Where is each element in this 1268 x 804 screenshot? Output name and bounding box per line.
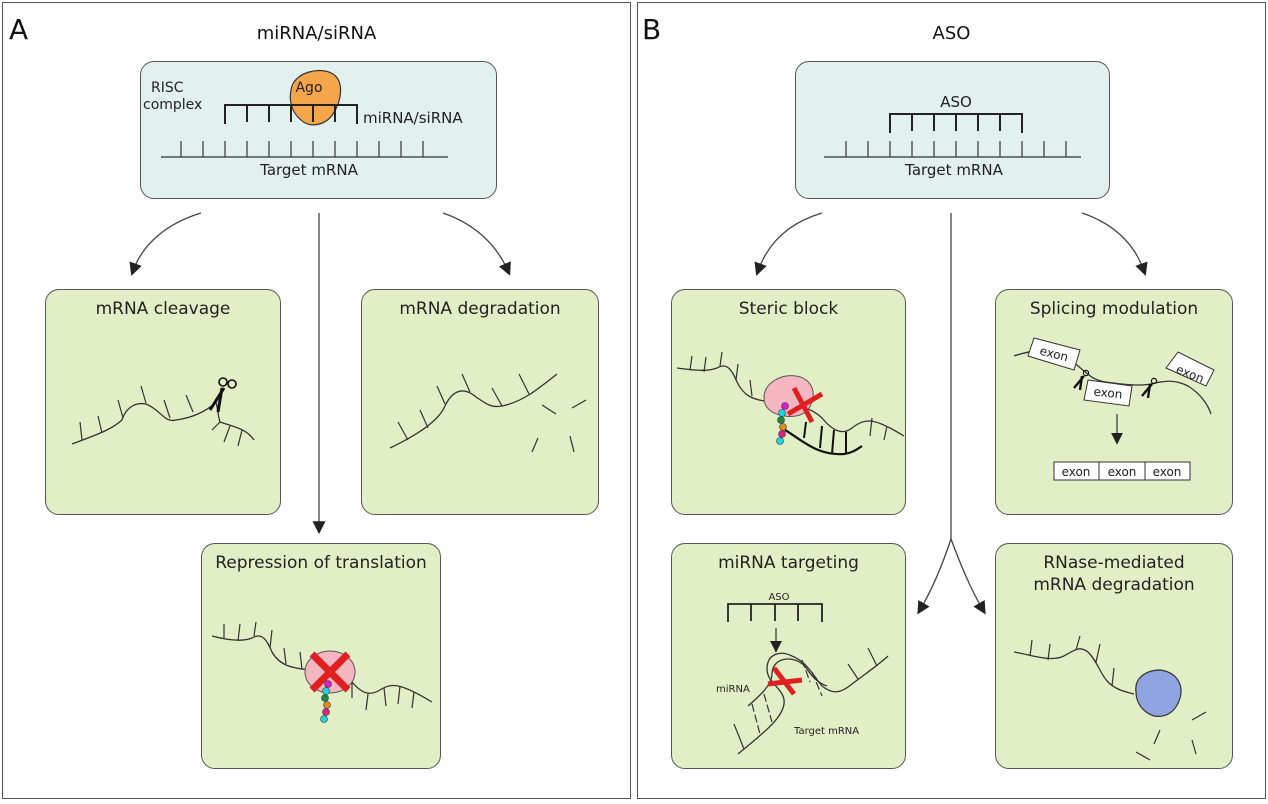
exon-label: exon: [1038, 344, 1069, 365]
exon-2: exon: [1083, 379, 1133, 407]
scissors-icon: [208, 377, 237, 413]
risc-diagram: Ago RISC complex miRNA/siRNA Target mRNA: [143, 69, 463, 179]
outcome-title-line1: RNase-mediated: [1043, 553, 1185, 573]
arrow-to-steric-block: [754, 212, 823, 276]
aso-diagram: ASO Target mRNA: [824, 93, 1081, 179]
aso-label: ASO: [940, 93, 972, 111]
outcome-steric-block: Steric block: [671, 289, 906, 515]
spliced-mrna: exon exon exon: [1053, 461, 1191, 481]
mirna-strand: [747, 658, 828, 707]
outcome-title: mRNA cleavage: [95, 299, 231, 319]
target-mrna-strand: [737, 652, 889, 755]
arrow-to-mirna-targeting: [917, 538, 952, 615]
outcome-title: mRNA degradation: [399, 299, 561, 319]
mirna-label: miRNA: [716, 684, 750, 695]
spliced-exon: exon: [1108, 465, 1137, 479]
panel-a-title: miRNA/siRNA: [256, 23, 377, 44]
outcome-title: miRNA targeting: [718, 553, 859, 573]
panel-b: B ASO ASO Target mRNA: [637, 2, 1266, 799]
panel-a: A miRNA/siRNA Ago RISC complex miRNA/siR…: [2, 2, 631, 799]
degraded-fragments: [1135, 711, 1207, 761]
panel-b-title: ASO: [932, 23, 971, 44]
arrow-to-cleavage: [129, 212, 202, 276]
outcome-repression-of-translation: Repression of translation: [201, 543, 441, 769]
risc-label-line2: complex: [143, 97, 202, 113]
target-mrna-bases: [180, 141, 424, 157]
spliced-exon: exon: [1062, 465, 1091, 479]
degraded-fragments: [531, 399, 587, 453]
risc-mechanism-box: Ago RISC complex miRNA/siRNA Target mRNA: [140, 61, 497, 199]
panel-b-letter: B: [642, 13, 662, 46]
ago-label: Ago: [295, 80, 322, 96]
block-x-icon: [786, 386, 824, 424]
cleaved-fragment: [215, 401, 255, 441]
aso-label: ASO: [768, 592, 789, 603]
ago-protein: [289, 69, 342, 126]
target-mrna-bases: [845, 141, 1067, 157]
rnase-enzyme: [1135, 669, 1182, 717]
outcome-splicing-modulation: Splicing modulation exon exon exon: [995, 289, 1233, 515]
target-mrna-label: Target mRNA: [793, 726, 859, 737]
outcome-mirna-targeting: miRNA targeting ASO miRNA Target mRNA: [671, 543, 906, 769]
outcome-title-line2: mRNA degradation: [1033, 575, 1195, 595]
panel-a-letter: A: [9, 13, 29, 46]
outcome-title: Steric block: [738, 299, 839, 319]
peptide-chain: [776, 402, 789, 445]
arrow-to-rnase: [950, 538, 986, 615]
target-mrna-label: Target mRNA: [904, 161, 1003, 179]
outcome-title: Repression of translation: [215, 553, 427, 573]
risc-label-line1: RISC: [151, 80, 184, 96]
outcome-mrna-cleavage: mRNA cleavage: [45, 289, 281, 515]
scissors-icon: [1073, 369, 1090, 391]
target-mrna-label: Target mRNA: [259, 161, 358, 179]
block-x-icon: [309, 651, 351, 693]
outcome-mrna-degradation: mRNA degradation: [361, 289, 599, 515]
scissors-icon: [1141, 377, 1158, 399]
guide-label: miRNA/siRNA: [363, 109, 463, 127]
mrna-strand: [389, 373, 558, 449]
outcome-title: Splicing modulation: [1029, 299, 1199, 319]
aso-strand: [784, 429, 863, 456]
peptide-chain: [320, 680, 332, 723]
spliced-exon: exon: [1153, 465, 1182, 479]
mrna-strand: [71, 401, 217, 445]
mrna-strand: [1013, 648, 1135, 695]
arrow-to-splicing: [1081, 212, 1148, 276]
outcome-rnase-degradation: RNase-mediated mRNA degradation: [995, 543, 1233, 769]
arrow-to-degradation: [442, 212, 511, 276]
exon-1: exon: [1027, 337, 1081, 371]
aso-mechanism-box: ASO Target mRNA: [795, 61, 1110, 199]
block-x-icon: [767, 666, 803, 696]
exon-label: exon: [1093, 385, 1123, 402]
